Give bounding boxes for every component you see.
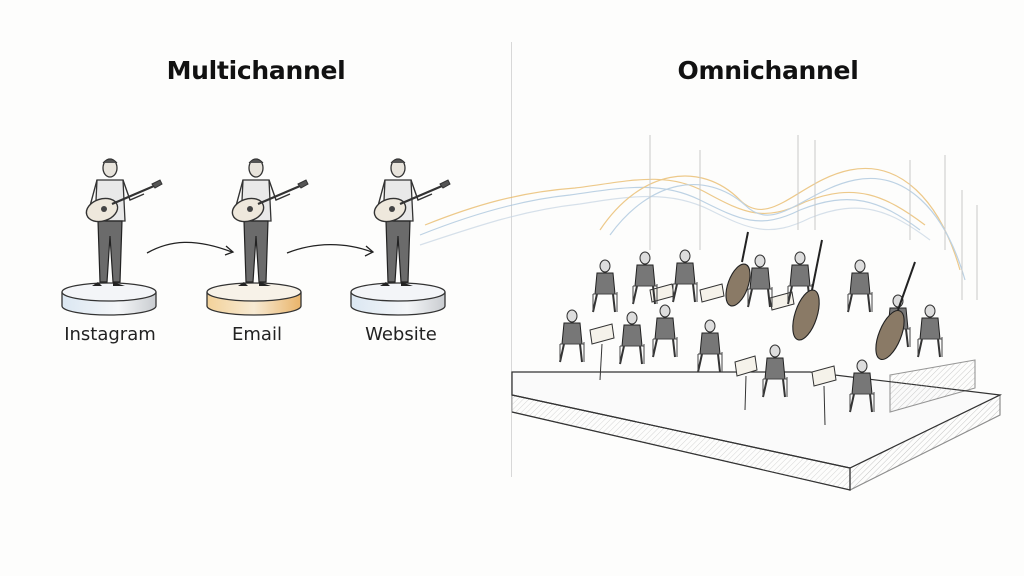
- multichannel-title: Multichannel: [166, 56, 346, 85]
- sound-waves: [419, 168, 966, 281]
- stage-rigging: [649, 135, 978, 300]
- panel-divider: [511, 42, 512, 477]
- channel-label-email: Email: [232, 324, 282, 345]
- arrow-icon: [146, 241, 235, 256]
- omnichannel-title: Omnichannel: [677, 56, 859, 85]
- orchestra-stage: [511, 359, 1003, 491]
- arrow-icon: [286, 243, 375, 257]
- channel-label-website: Website: [365, 324, 437, 345]
- channel-website: [350, 157, 452, 316]
- channel-instagram: [61, 157, 164, 316]
- channel-email: [206, 157, 310, 316]
- double-basses: [725, 231, 916, 361]
- channel-label-instagram: Instagram: [64, 324, 156, 345]
